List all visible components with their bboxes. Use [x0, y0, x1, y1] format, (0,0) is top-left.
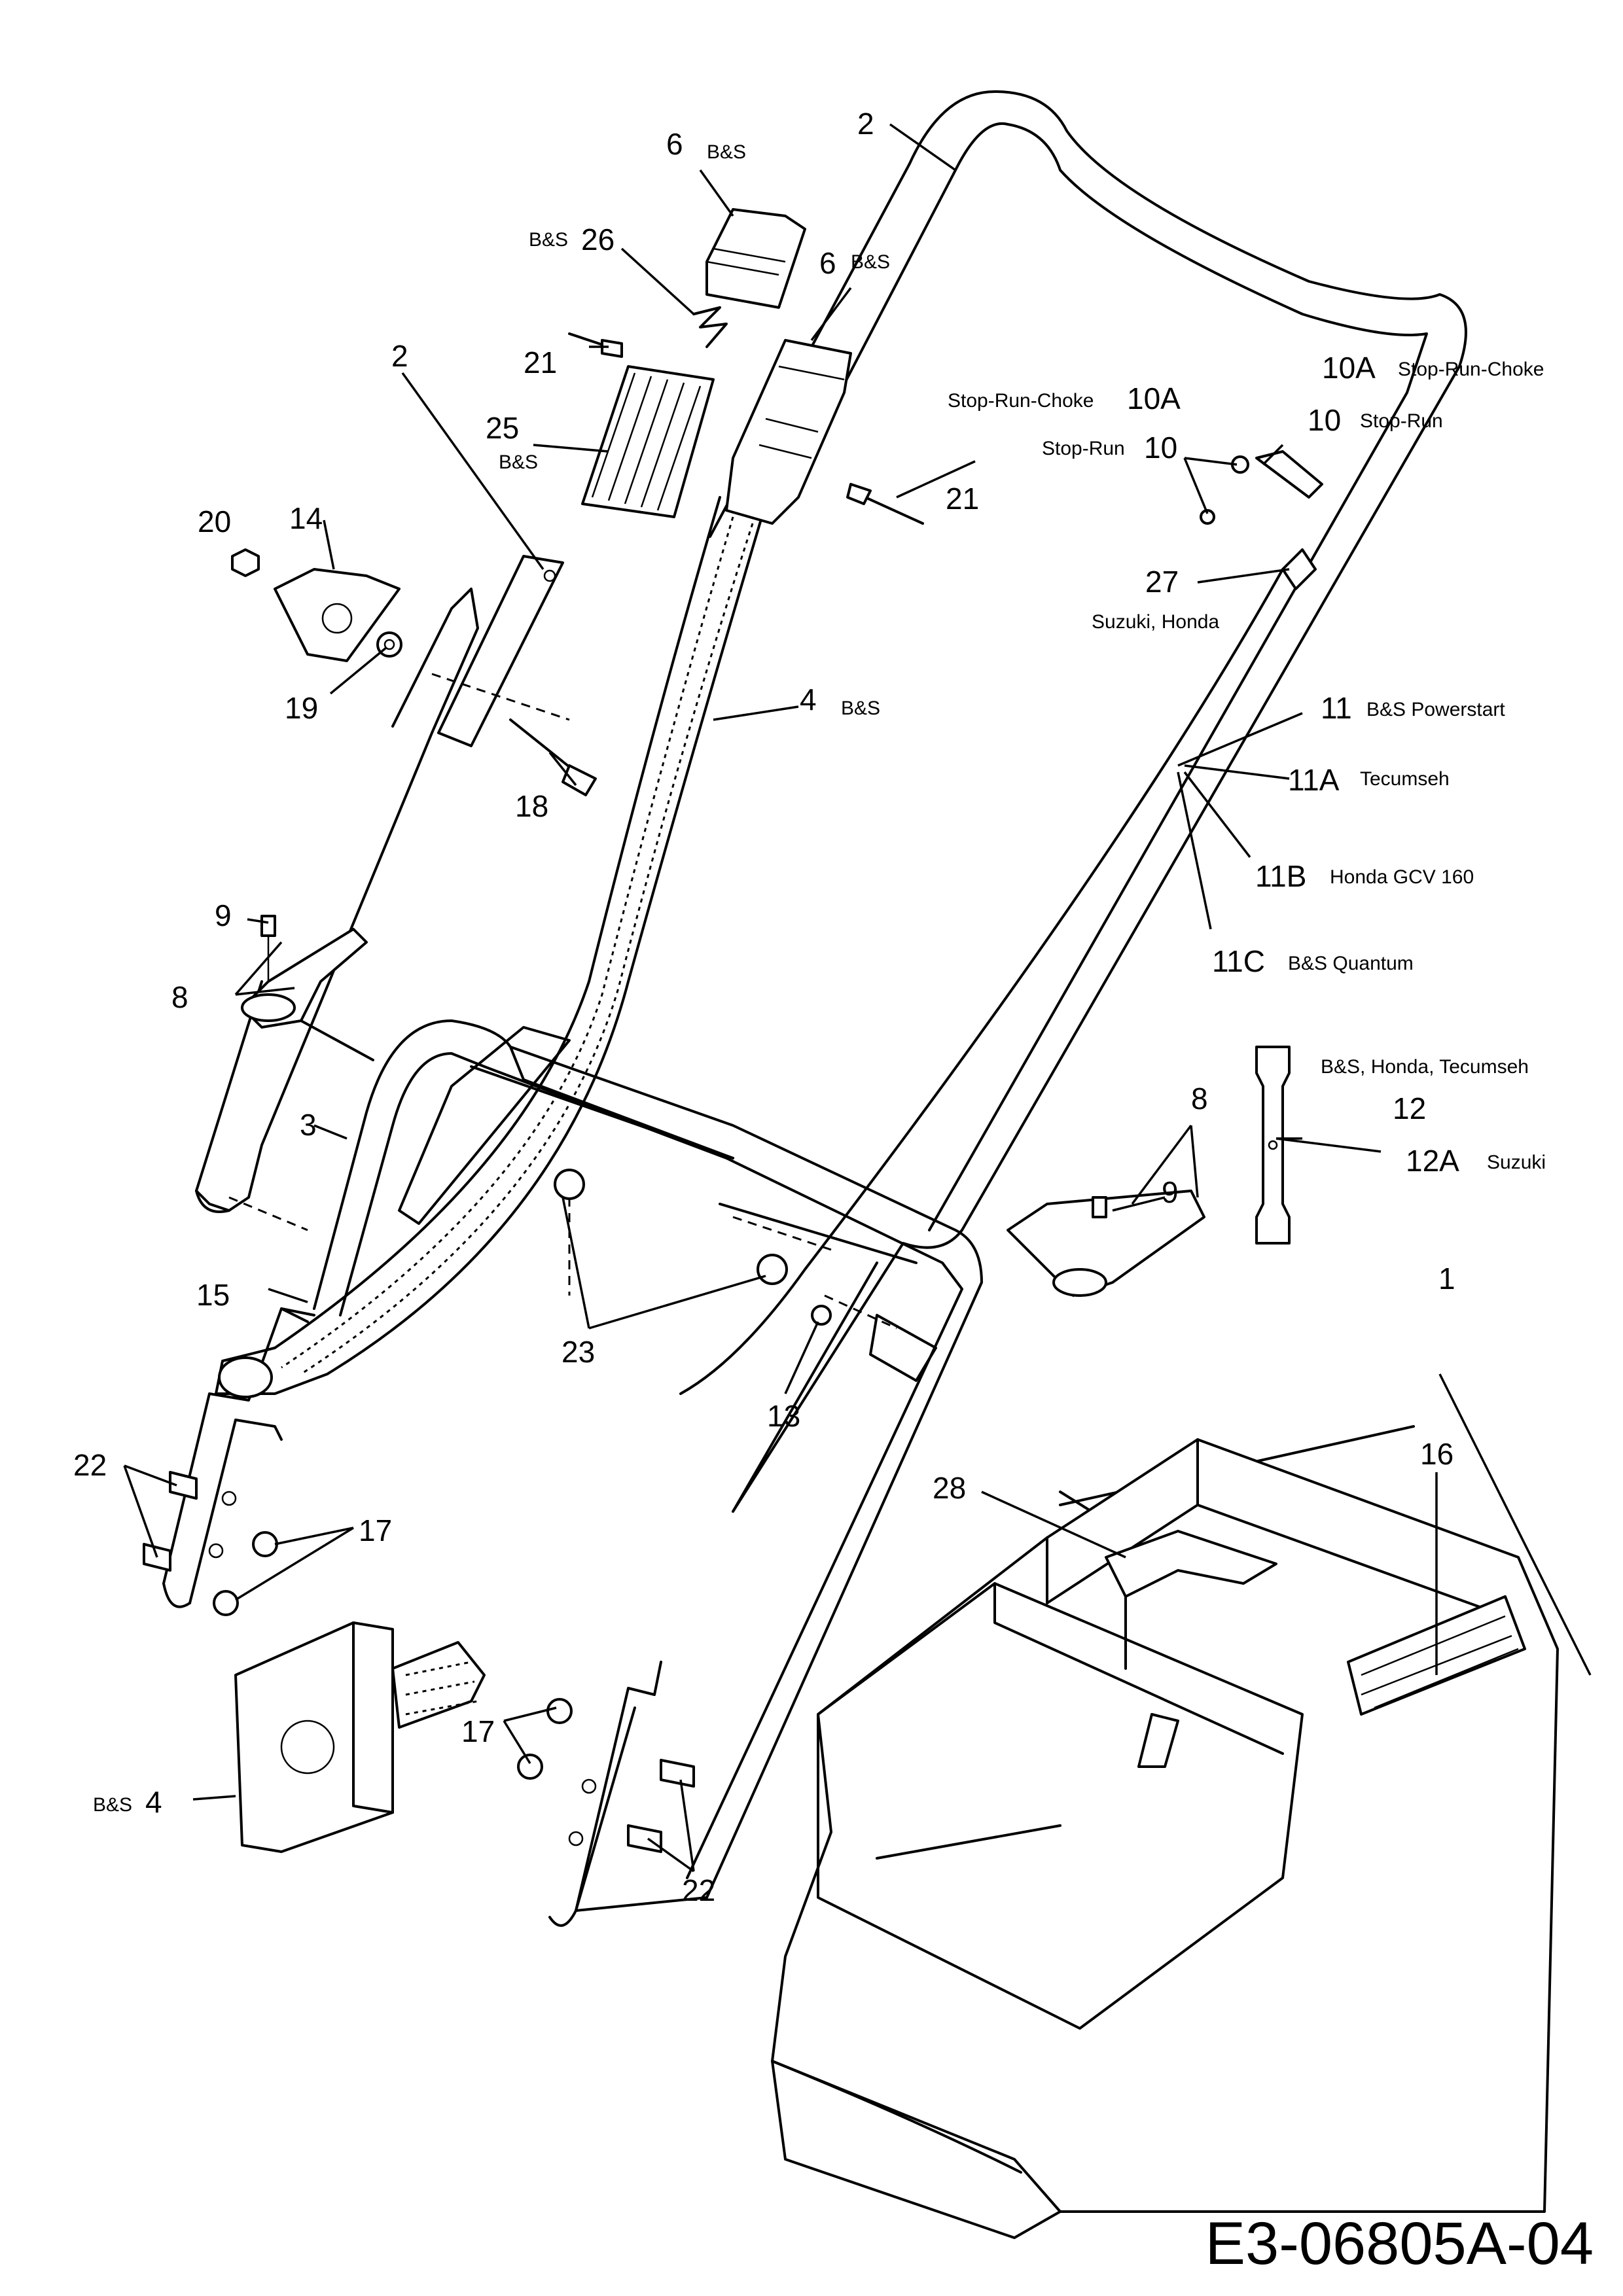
label-10A: 10A — [1127, 381, 1181, 415]
label-14: 14 — [289, 501, 323, 535]
label-11C: 11C — [1212, 944, 1265, 978]
note-27: Suzuki, Honda — [1092, 611, 1219, 633]
label-4-hose: 4 — [800, 682, 817, 716]
part-20-nut — [231, 548, 260, 577]
note-10: Stop-Run — [1042, 438, 1125, 459]
label-4-housing: 4 — [145, 1785, 162, 1819]
note-4-housing: B&S — [93, 1794, 132, 1816]
part-26 — [692, 306, 728, 348]
part-25 — [581, 365, 715, 518]
part-1-grass-catcher — [771, 1425, 1559, 2239]
leader-lines — [123, 123, 1592, 1873]
part-9-right — [1092, 1196, 1107, 1218]
label-2-top: 2 — [857, 107, 874, 141]
part-11-cable — [679, 568, 1284, 1395]
label-9-right: 9 — [1162, 1175, 1179, 1209]
part-10-lever — [1200, 450, 1323, 525]
part-12-wrench — [1255, 1046, 1291, 1245]
label-6-grip: 6 — [819, 246, 836, 280]
part-18 — [509, 718, 597, 796]
part-22-bolts-right — [627, 1759, 695, 1853]
upper-handle — [709, 90, 1467, 1513]
label-18: 18 — [515, 789, 548, 823]
label-10A-right: 10A — [1322, 351, 1376, 385]
part-21-left — [568, 332, 623, 358]
bracket-2-left — [437, 555, 564, 747]
part-4-housing — [234, 1621, 486, 1853]
label-6-top: 6 — [666, 127, 683, 161]
note-4-hose: B&S — [841, 698, 880, 719]
drawing-code: E3-06805A-04 — [1205, 2210, 1594, 2277]
note-12A: Suzuki — [1487, 1152, 1546, 1173]
part-14-knob — [274, 568, 401, 662]
label-1: 1 — [1438, 1262, 1455, 1296]
note-10-right: Stop-Run — [1360, 410, 1443, 432]
label-11: 11 — [1321, 691, 1352, 725]
note-11: B&S Powerstart — [1366, 699, 1505, 720]
part-17-nuts-left — [213, 1531, 278, 1616]
label-17-right: 17 — [461, 1714, 495, 1748]
part-9-left — [260, 915, 276, 981]
label-11A: 11A — [1288, 763, 1340, 797]
note-11A: Tecumseh — [1360, 768, 1450, 790]
note-10A: Stop-Run-Choke — [948, 390, 1094, 412]
label-15: 15 — [196, 1278, 230, 1312]
label-28: 28 — [933, 1471, 966, 1505]
label-9-left: 9 — [215, 898, 232, 932]
note-10A-right: Stop-Run-Choke — [1398, 359, 1544, 380]
note-6-top: B&S — [707, 141, 746, 163]
label-19: 19 — [285, 691, 318, 725]
label-26: 26 — [581, 222, 615, 256]
note-26: B&S — [529, 229, 568, 251]
part-23-knob-a — [554, 1169, 585, 1200]
label-8-left: 8 — [171, 980, 188, 1014]
label-10-right: 10 — [1308, 403, 1341, 437]
note-12: B&S, Honda, Tecumseh — [1321, 1056, 1529, 1078]
label-12: 12 — [1393, 1091, 1426, 1125]
label-16: 16 — [1420, 1437, 1454, 1471]
note-11C: B&S Quantum — [1288, 953, 1414, 974]
part-23-knob-b — [757, 1254, 788, 1285]
label-20: 20 — [198, 504, 231, 539]
part-8-right — [1007, 1190, 1205, 1297]
note-25: B&S — [499, 451, 538, 473]
assembly-lines — [228, 673, 897, 1330]
grip-upper — [705, 208, 806, 309]
part-15 — [280, 1307, 309, 1323]
label-25: 25 — [486, 411, 519, 445]
part-22-bolts-left — [143, 1471, 198, 1572]
label-22-right: 22 — [682, 1873, 715, 1907]
label-23: 23 — [562, 1335, 595, 1369]
label-17-left: 17 — [359, 1513, 392, 1547]
label-21-left: 21 — [524, 345, 557, 380]
callout-labels: 2 2 3 4 B&S B&S 4 6 B&S 6 B&S 8 8 9 9 St… — [73, 107, 1546, 1907]
label-11B: 11B — [1255, 859, 1306, 893]
left-handle-bar — [195, 588, 571, 1225]
label-27: 27 — [1145, 565, 1179, 599]
part-8-left — [241, 928, 374, 1061]
hose — [215, 496, 767, 1398]
part-17-nuts-right — [517, 1698, 573, 1780]
label-3: 3 — [300, 1108, 317, 1142]
label-2-left: 2 — [391, 339, 408, 373]
label-10: 10 — [1144, 431, 1177, 465]
part-21-right — [846, 483, 924, 525]
label-21-right: 21 — [946, 482, 979, 516]
part-13-clip — [811, 1305, 832, 1326]
note-6-grip: B&S — [851, 251, 890, 273]
part-27-clip — [1281, 548, 1317, 590]
grip-lower — [725, 339, 852, 525]
note-11B: Honda GCV 160 — [1330, 866, 1474, 888]
cross-strut — [470, 1065, 918, 1264]
label-13: 13 — [767, 1399, 800, 1433]
label-22-left: 22 — [73, 1448, 107, 1482]
label-8-right: 8 — [1191, 1082, 1208, 1116]
label-12A: 12A — [1406, 1144, 1459, 1178]
